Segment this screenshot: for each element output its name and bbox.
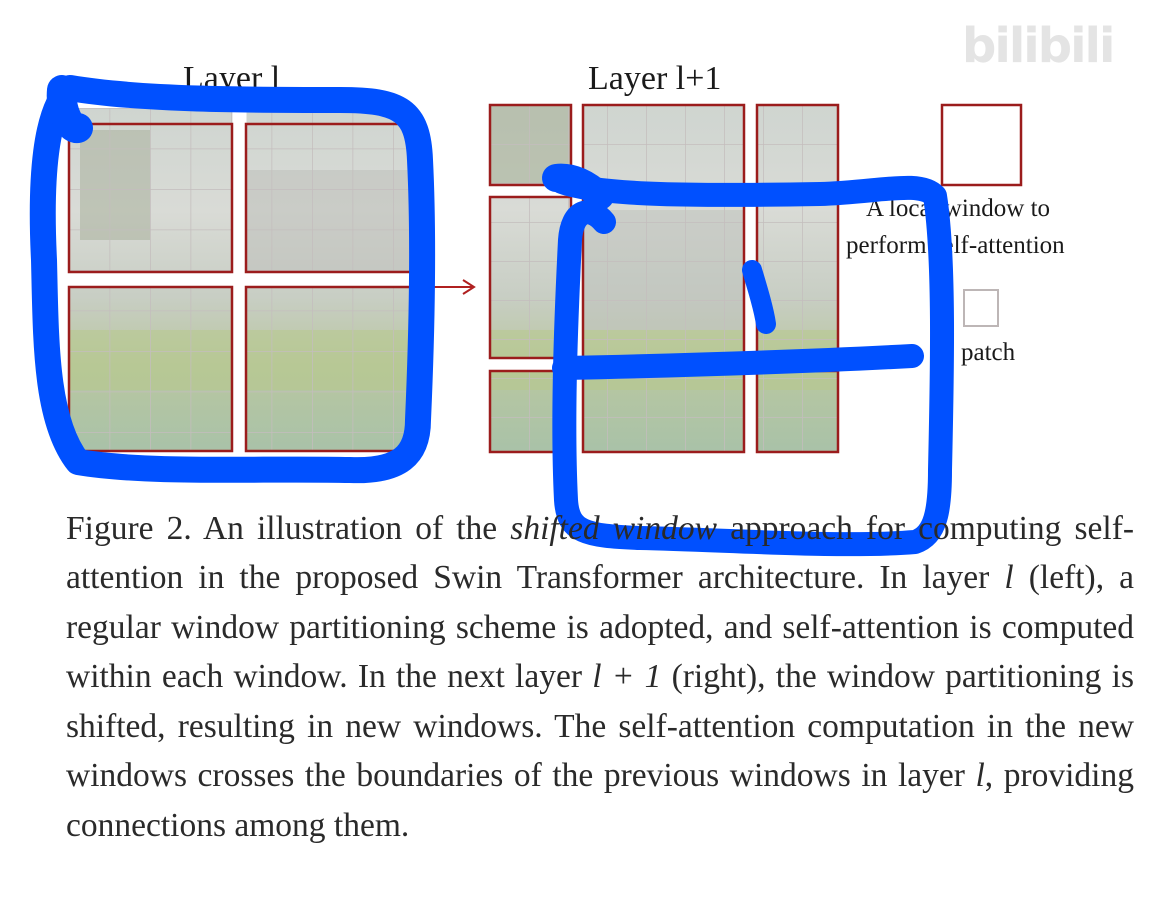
legend-patch-label: patch — [961, 339, 1016, 366]
watermark-logo: bilibili — [962, 18, 1115, 74]
legend-window-box — [940, 103, 1023, 187]
caption-part3: (left), a regular window partitioning sc… — [66, 559, 1134, 695]
caption-var-l-end: l — [975, 757, 985, 794]
left-layer-image — [69, 108, 411, 451]
legend-window-line2: perform self-attention — [846, 232, 1065, 259]
caption-part2: approach for computing self-attention in… — [66, 509, 1135, 597]
caption-part5: , providing connections among them. — [66, 757, 1134, 844]
figure-caption: Figure 2. An illustration of the shifted… — [66, 504, 1134, 851]
layer-l-plus-1-title: Layer l+1 — [588, 60, 722, 97]
right-circle-start-blob — [542, 163, 614, 210]
left-circle-start-blob — [46, 75, 93, 143]
caption-emphasis: shifted window — [510, 509, 717, 547]
vertical-tick-stroke — [742, 260, 776, 334]
caption-part4: (right), the window partitioning is shif… — [66, 658, 1135, 794]
shift-arrow — [428, 279, 476, 295]
horizontal-split-stroke — [552, 344, 924, 380]
legend-patch-box — [963, 289, 999, 327]
right-layer-image — [490, 105, 838, 452]
caption-var-l-plus-1: l + 1 — [592, 658, 662, 695]
blue-pen-annotations — [29, 75, 955, 557]
left-circle-stroke — [29, 75, 436, 484]
caption-prefix: Figure 2. An illustration of the — [66, 509, 511, 547]
caption-var-l: l — [1004, 559, 1014, 596]
